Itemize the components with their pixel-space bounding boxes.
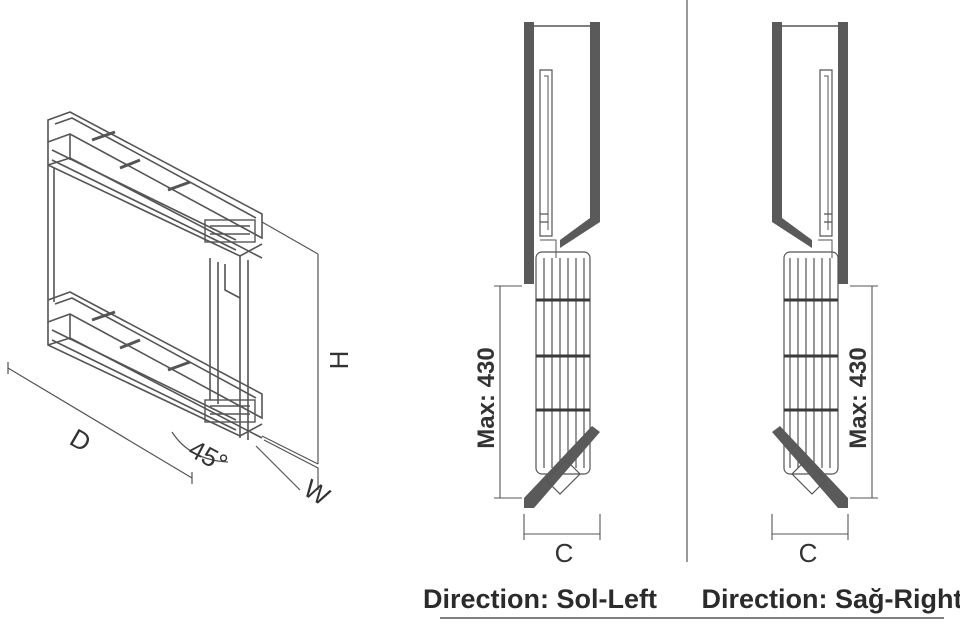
max-label-right: Max: 430 bbox=[845, 347, 872, 448]
depth-dimension-line bbox=[8, 362, 192, 484]
lower-tier bbox=[48, 292, 262, 438]
basket-plan-right bbox=[784, 214, 838, 474]
plan-view-right: Max: 430 C bbox=[772, 22, 878, 568]
direction-right-caption: Direction: Sağ-Right bbox=[702, 584, 960, 614]
basket-isometric bbox=[48, 112, 262, 440]
cabinet-side-panel-left bbox=[524, 22, 600, 284]
max-label-left: Max: 430 bbox=[473, 347, 500, 448]
angle-label: 45° bbox=[184, 434, 233, 479]
height-dimension-line bbox=[262, 222, 318, 464]
direction-left-caption: Direction: Sol-Left bbox=[423, 584, 657, 614]
upper-tier bbox=[48, 112, 262, 258]
clearance-label-right: C bbox=[799, 538, 818, 568]
basket-plan-left bbox=[536, 214, 590, 474]
width-label: W bbox=[298, 473, 335, 512]
plan-view-left: Max: 430 C bbox=[473, 22, 600, 568]
depth-label: D bbox=[65, 423, 96, 458]
height-label: H bbox=[324, 351, 354, 370]
clearance-label-left: C bbox=[555, 538, 574, 568]
cabinet-side-panel-right bbox=[772, 22, 848, 284]
